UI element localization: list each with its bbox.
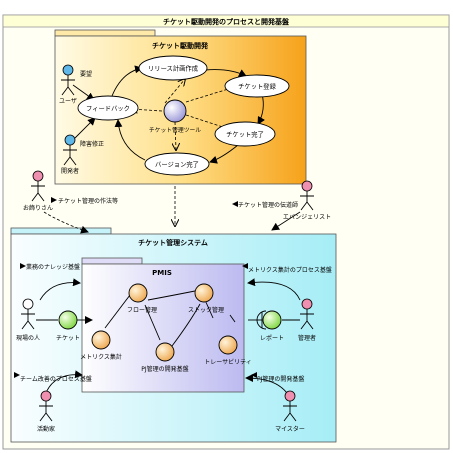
svg-text:レポート: レポート [260,334,284,342]
component-pj-base: PJ管理の開発基盤 [141,342,189,373]
svg-text:トレーサビリティ: トレーサビリティ [204,358,252,366]
interface-report: レポート [260,310,284,342]
component-flow: フロー管理 [127,283,157,314]
process-title: チケット駆動開発 [152,41,209,50]
actor-okaikunsan: お飾りさん [23,170,53,212]
process-connectors [72,65,265,164]
svg-text:マイスター: マイスター [275,425,305,433]
svg-text:PJ管理の開発基盤: PJ管理の開発基盤 [141,365,188,373]
svg-text:チケット管理ツール: チケット管理ツール [149,126,201,134]
svg-text:管理者: 管理者 [298,334,316,342]
label-request: 要望 [80,70,92,78]
svg-text:フロー管理: フロー管理 [127,306,157,314]
component-trace: トレーサビリティ [204,335,252,366]
report-socket [256,310,267,330]
svg-text:エバンジェリスト: エバンジェリスト [283,214,331,221]
svg-text:開発者: 開発者 [61,167,79,175]
svg-text:ユーザ: ユーザ [59,98,77,105]
component-metrics: メトリクス集計 [80,330,122,361]
svg-text:チケット登録: チケット登録 [238,82,276,91]
actor-manager: 管理者 [298,298,316,342]
svg-text:メトリクス集計: メトリクス集計 [80,353,122,361]
svg-text:活動家: 活動家 [37,425,55,433]
component-stock: ストック管理 [188,283,224,314]
label-arrows [14,197,257,378]
interface-ticket: チケット [56,310,80,342]
svg-text:チケット完了: チケット完了 [226,130,264,139]
svg-text:リリース計画作成: リリース計画作成 [148,64,199,73]
middle-connectors [43,186,301,234]
ticket-tool: チケット管理ツール [149,99,201,134]
label-pj-dev: PJ管理の開発基盤 [257,375,304,383]
usecase-ticket-done: チケット完了 [214,121,276,147]
actor-activity: 活動家 [37,390,55,433]
label-knowledge: 業務のナレッジ基盤 [26,263,80,271]
svg-text:チケット: チケット [56,335,80,342]
label-metrics-process: メトリクス集計のプロセス基盤 [248,266,332,274]
outer-title: チケット駆動開発のプロセスと開発基盤 [163,17,290,26]
actor-meister: マイスター [275,390,305,433]
svg-text:フィードバック: フィードバック [86,105,130,113]
label-ticket-style: チケット管理の作法等 [58,197,118,205]
usecase-release-plan: リリース計画作成 [138,55,208,81]
label-bugfix: 障害修正 [80,140,104,148]
label-team-process: チーム改善のプロセス基盤 [20,375,92,383]
usecase-version-done: バージョン完了 [144,152,210,176]
svg-text:現場の人: 現場の人 [16,334,40,342]
pmis-package: PMIS [81,257,245,393]
label-ticket-evangelize: チケット管理の伝道師 [238,201,298,209]
svg-text:ストック管理: ストック管理 [188,306,224,314]
svg-text:お飾りさん: お飾りさん [23,204,53,212]
actor-evangelist: エバンジェリスト [283,180,331,221]
svg-text:バージョン完了: バージョン完了 [155,160,199,169]
usecase-ticket-register: チケット登録 [224,74,290,98]
pmis-title: PMIS [152,269,172,277]
actor-user: ユーザ [59,64,77,105]
actor-developer: 開発者 [61,134,79,175]
actor-field: 現場の人 [16,298,40,342]
system-title: チケット管理システム [138,238,208,247]
usecase-feedback: フィードバック [77,95,139,121]
